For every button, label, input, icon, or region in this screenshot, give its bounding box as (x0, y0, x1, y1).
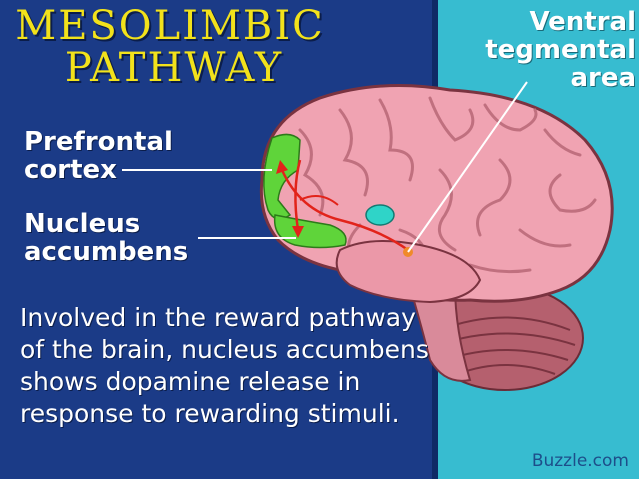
pathway-arrow-accumbens (294, 159, 302, 231)
label-nucleus-accumbens: Nucleus accumbens (24, 209, 189, 267)
cerebellum-folds (437, 316, 576, 375)
temporal-lobe (335, 240, 482, 304)
watermark: Buzzle.com (531, 451, 629, 471)
description-text: Involved in the reward pathway of the br… (20, 303, 429, 428)
pathway-arrow-return (299, 195, 339, 206)
title-line-2: PATHWAY (64, 45, 284, 91)
nucleus-highlight-region (273, 214, 347, 249)
arrowhead-accumbens (292, 226, 304, 238)
arrowhead-cortex (276, 160, 288, 174)
prefrontal-highlight (263, 133, 301, 220)
leader-line-vta (407, 81, 528, 253)
label-ventral-tegmental-area: Ventral tegmental area (485, 7, 636, 93)
title-line-1: MESOLIMBIC (15, 3, 325, 49)
label-prefrontal-cortex: Prefrontal cortex (24, 127, 173, 185)
cortex-folds (298, 96, 597, 274)
nucleus-accumbens-marker (365, 204, 395, 226)
pathway-arrow-cortex (280, 169, 409, 252)
